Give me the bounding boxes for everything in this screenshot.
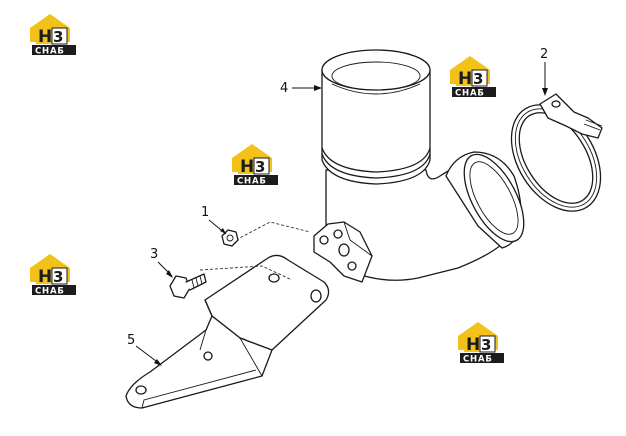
- callout-4: 4: [280, 81, 322, 96]
- bracket-plate: [125, 254, 330, 409]
- watermark-logo-4: [29, 253, 77, 297]
- watermark-logo-3: [231, 143, 279, 187]
- assembly-line-nut: [235, 221, 311, 241]
- elbow-pipe: [313, 49, 525, 283]
- callout-1: 1: [201, 205, 227, 235]
- callout-label-1: 1: [201, 205, 209, 220]
- callout-5: 5: [127, 333, 162, 366]
- callout-2: 2: [540, 47, 548, 96]
- assembly-line-bolt: [199, 265, 293, 281]
- bolt: [169, 273, 207, 299]
- hose-clamp: [510, 93, 603, 212]
- callout-label-4: 4: [280, 81, 288, 96]
- watermark-logo-5: [457, 321, 505, 365]
- watermark-logo-2: [449, 55, 497, 99]
- watermark-logo-1: [29, 13, 77, 57]
- callout-3: 3: [150, 247, 173, 278]
- callout-label-2: 2: [540, 47, 548, 62]
- callout-label-3: 3: [150, 247, 158, 262]
- callout-label-5: 5: [127, 333, 135, 348]
